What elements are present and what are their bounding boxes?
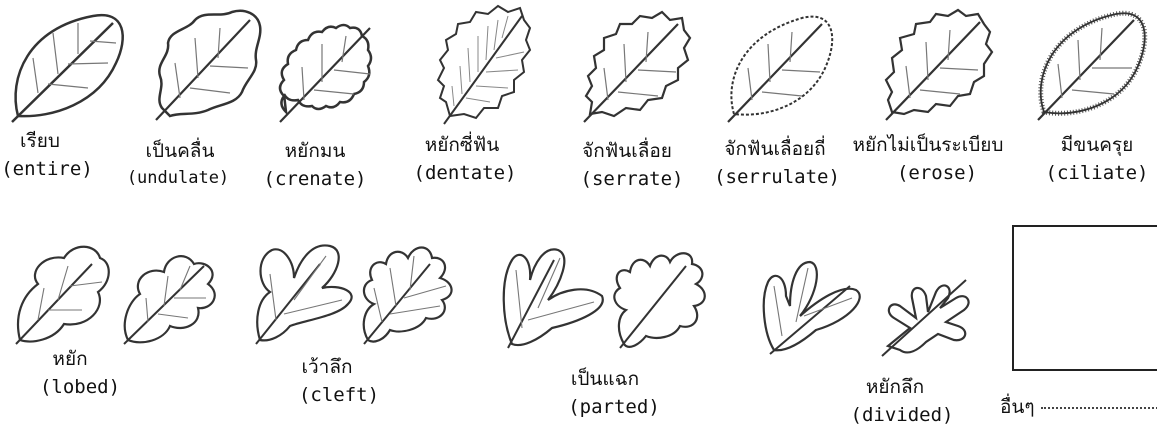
leaf-parted-drawing xyxy=(498,240,723,350)
leaf-erose-drawing xyxy=(880,8,995,123)
label-thai-lobed: หยัก xyxy=(52,344,87,374)
label-eng-divided: (divided) xyxy=(851,404,954,426)
other-dotted-line xyxy=(1041,407,1157,409)
label-thai-parted: เป็นแฉก xyxy=(571,364,639,394)
other-label: อื่นๆ xyxy=(1000,392,1157,422)
label-thai-dentate: หยักซี่ฟัน xyxy=(425,130,500,160)
label-eng-erose: (erose) xyxy=(897,162,977,184)
leaf-dentate-drawing xyxy=(432,6,532,126)
label-eng-serrulate: (serrulate) xyxy=(714,166,840,188)
label-eng-lobed: (lobed) xyxy=(40,376,120,398)
label-eng-dentate: (dentate) xyxy=(414,162,517,184)
label-eng-parted: (parted) xyxy=(568,396,660,418)
leaf-undulate-drawing xyxy=(150,8,265,123)
label-thai-serrate: จักฟันเลื่อย xyxy=(582,136,672,166)
label-thai-crenate: หยักมน xyxy=(285,136,346,166)
label-thai-serrulate: จักฟันเลื่อยถี่ xyxy=(724,134,825,164)
label-eng-entire: (entire) xyxy=(1,158,93,180)
label-thai-cleft: เว้าลึก xyxy=(302,352,353,382)
leaf-lobed-drawing xyxy=(8,236,228,346)
leaf-serrate-drawing xyxy=(578,10,693,125)
leaf-crenate-drawing xyxy=(272,12,387,127)
label-eng-serrate: (serrate) xyxy=(581,168,684,190)
leaf-ciliate-drawing xyxy=(1030,8,1150,123)
leaf-entire-drawing xyxy=(8,8,128,123)
leaf-serrulate-drawing xyxy=(722,10,837,125)
leaf-cleft-drawing xyxy=(250,234,465,346)
label-thai-ciliate: มีขนครุย xyxy=(1061,130,1134,160)
leaf-divided-drawing xyxy=(760,246,990,356)
label-eng-crenate: (crenate) xyxy=(264,168,367,190)
label-thai-undulate: เป็นคลื่น xyxy=(146,136,215,166)
label-eng-cleft: (cleft) xyxy=(299,384,379,406)
label-thai-divided: หยักลึก xyxy=(866,372,924,402)
label-thai-erose: หยักไม่เป็นระเบียบ xyxy=(853,130,1004,160)
label-thai-entire: เรียบ xyxy=(20,126,60,156)
label-eng-undulate: (undulate) xyxy=(127,168,229,188)
other-drawing-box xyxy=(1012,225,1157,371)
other-label-text: อื่นๆ xyxy=(1000,396,1035,418)
label-eng-ciliate: (ciliate) xyxy=(1046,162,1149,184)
